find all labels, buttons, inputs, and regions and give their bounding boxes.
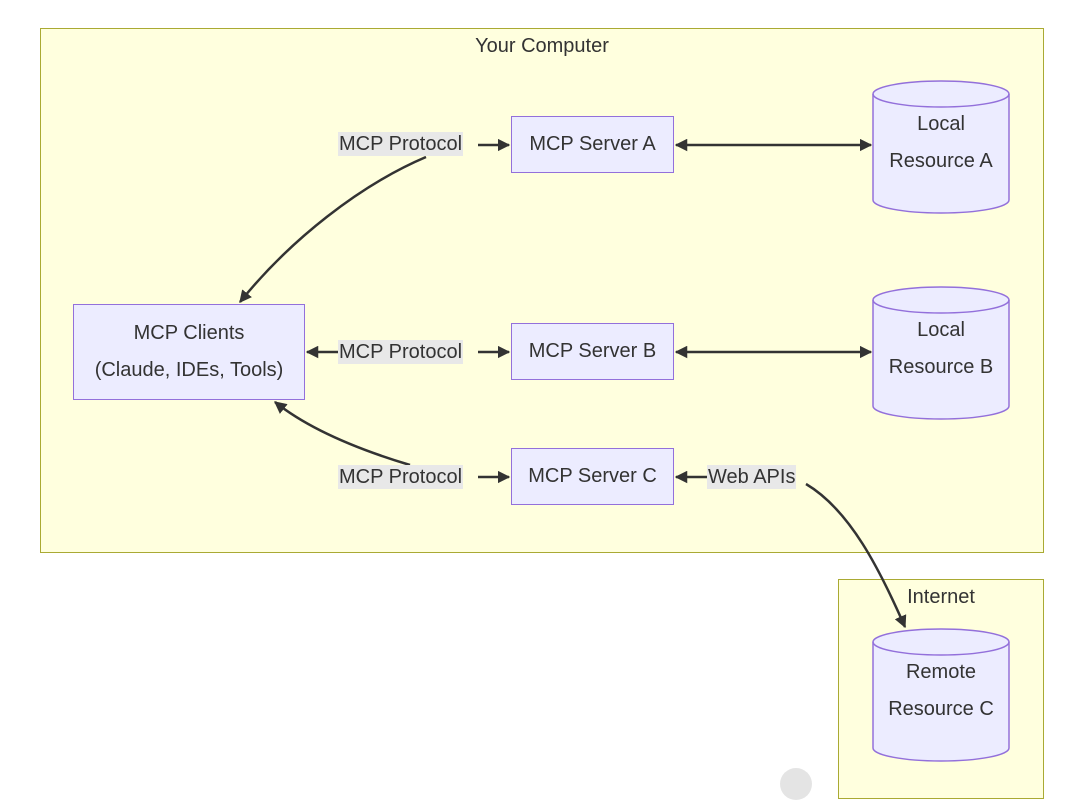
- node-mcp-clients-line2: (Claude, IDEs, Tools): [94, 359, 284, 381]
- edges-layer: [239, 138, 907, 629]
- edge-label-protocol-c: MCP Protocol: [338, 465, 464, 489]
- edge-label-protocol-a: MCP Protocol: [338, 132, 464, 156]
- node-mcp-server-b-label: MCP Server B: [528, 340, 657, 362]
- database-local-resource-b-line1: Local: [917, 319, 965, 341]
- watermark-avatar-icon: [780, 768, 812, 800]
- database-local-resource-b: Local Resource B: [872, 286, 1010, 420]
- node-mcp-server-c: MCP Server C: [511, 448, 674, 505]
- database-cylinder-icon: [872, 80, 1010, 214]
- node-mcp-clients-line1: MCP Clients: [133, 322, 245, 344]
- database-local-resource-b-line2: Resource B: [888, 356, 994, 378]
- edge-label-protocol-b: MCP Protocol: [338, 340, 464, 364]
- edge-label-web-apis: Web APIs: [707, 465, 797, 489]
- node-mcp-clients: MCP Clients (Claude, IDEs, Tools): [73, 304, 305, 400]
- node-mcp-server-c-label: MCP Server C: [528, 465, 657, 487]
- database-remote-resource-c-line1: Remote: [905, 661, 977, 683]
- database-remote-resource-c-line2: Resource C: [888, 698, 994, 720]
- node-mcp-server-a-label: MCP Server A: [529, 133, 656, 155]
- edge-webapis-resource-c: [805, 482, 907, 629]
- database-local-resource-a-line1: Local: [917, 113, 965, 135]
- database-local-resource-a-line2: Resource A: [889, 150, 993, 172]
- database-cylinder-icon: [872, 628, 1010, 762]
- node-mcp-server-a: MCP Server A: [511, 116, 674, 173]
- cluster-title-internet: Internet: [907, 586, 975, 608]
- database-cylinder-icon: [872, 286, 1010, 420]
- database-local-resource-a: Local Resource A: [872, 80, 1010, 214]
- edge-clients-server-a: [239, 155, 427, 303]
- node-mcp-server-b: MCP Server B: [511, 323, 674, 380]
- database-remote-resource-c: Remote Resource C: [872, 628, 1010, 762]
- cluster-title-your-computer: Your Computer: [475, 35, 609, 57]
- edge-clients-server-c: [274, 401, 411, 467]
